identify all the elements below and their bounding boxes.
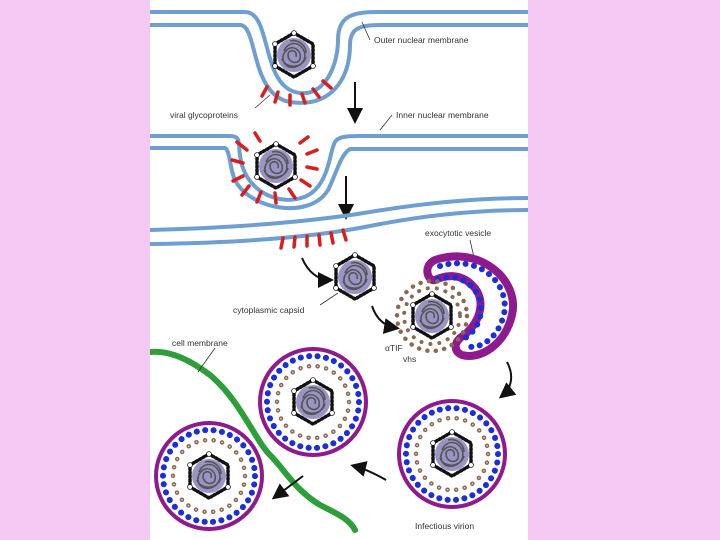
label-inner-membrane: Inner nuclear membrane <box>396 110 489 120</box>
arrow-3 <box>302 258 330 280</box>
enveloping-capsid <box>255 142 298 188</box>
tegumented-capsid <box>397 281 467 351</box>
label-exocytotic-vesicle: exocytotic vesicle <box>425 228 491 238</box>
label-vhs: vhs <box>403 354 416 364</box>
label-viral-glycoproteins: viral glycoproteins <box>170 110 238 120</box>
diagram-canvas: Outer nuclear membrane viral glycoprotei… <box>150 0 528 540</box>
label-outer-membrane: Outer nuclear membrane <box>374 35 469 45</box>
virion-egress-diagram: Outer nuclear membrane viral glycoprotei… <box>150 0 528 540</box>
arrow-4 <box>372 306 396 328</box>
released-virion <box>156 423 262 529</box>
label-infectious-virion: Infectious virion <box>415 521 474 531</box>
cytoplasmic-capsid <box>334 253 377 299</box>
arrow-5 <box>502 362 511 396</box>
virion-exocytosis <box>260 349 366 455</box>
inner-nuclear-membrane <box>150 136 528 208</box>
arrow-6 <box>354 466 386 480</box>
infectious-virion-bottom-right <box>399 401 505 507</box>
nuclear-capsid-top <box>273 31 316 77</box>
outer-nuclear-membrane <box>150 12 528 103</box>
label-cytoplasmic-capsid: cytoplasmic capsid <box>233 305 305 315</box>
label-cell-membrane: cell membrane <box>172 338 228 348</box>
label-alpha-tif: αTIF <box>385 343 403 353</box>
